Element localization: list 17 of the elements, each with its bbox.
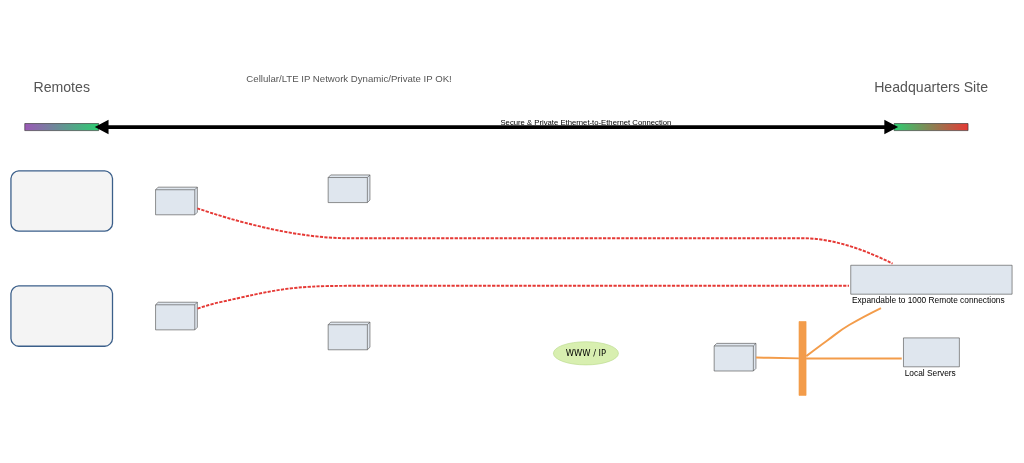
node-label: Local Servers — [904, 367, 956, 378]
node-ellipse: WWW / IP — [553, 340, 619, 365]
label: Cellular/LTE IP Network Dynamic/Private IP OK! — [246, 72, 452, 84]
node-bar — [24, 122, 99, 131]
connector — [805, 357, 903, 359]
connector — [196, 284, 850, 309]
node-box — [10, 284, 114, 347]
node-bar — [893, 122, 969, 131]
label: Headquarters Site — [874, 78, 989, 95]
node-label: Expandable to 1000 Remote connections — [852, 294, 1005, 305]
connector — [805, 306, 882, 357]
node-box — [10, 169, 114, 232]
connector — [196, 206, 894, 265]
node-bar — [798, 320, 807, 396]
connector — [755, 356, 800, 359]
arrow — [94, 119, 899, 134]
label: Remotes — [33, 78, 90, 95]
